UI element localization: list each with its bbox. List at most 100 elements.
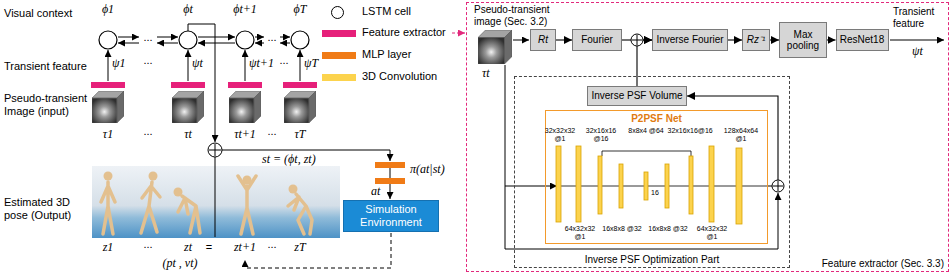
sum-symbol: [208, 34, 784, 192]
pose-figure: [101, 172, 312, 235]
pose-figure: [141, 172, 160, 234]
conv-layer: [689, 156, 693, 214]
dimension-label: 16x8x8 @32: [602, 225, 642, 233]
recurrent-arrow: [255, 43, 264, 44]
mlp-layer: [375, 162, 405, 184]
data-wire: [602, 151, 691, 156]
operation-box: Inverse PSF Volume: [587, 86, 687, 106]
pose-figure: [288, 185, 312, 235]
dimension-label: 8x8x4 @64: [626, 127, 666, 135]
group-title: Feature extractor (Sec. 3.3): [822, 258, 944, 270]
math-label: τt+1: [234, 128, 256, 142]
text-label: Pseudo-transient Image (input): [4, 92, 90, 117]
flow-arrow: [770, 39, 779, 40]
text-label: Visual context: [4, 7, 72, 20]
math-label: (pt , vt): [163, 257, 198, 271]
group-box: Inverse PSF Optimization PartInverse PSF…: [514, 76, 790, 268]
sum-symbol: [773, 181, 783, 191]
sum-symbol: [208, 143, 222, 157]
dimension-label: 32x32x32 @1: [540, 127, 580, 143]
state-wire: [188, 24, 215, 142]
box-label: Rz⁻¹: [747, 34, 766, 46]
math-label: τ1: [103, 128, 113, 142]
box-label: Max pooling: [780, 29, 826, 52]
math-label: τT: [295, 128, 306, 142]
operation-box: Rz⁻¹: [742, 29, 770, 51]
text-label: Transient feature: [893, 6, 947, 29]
text-label: Transient feature: [4, 60, 87, 73]
legend-swatch: [322, 74, 356, 81]
text-label: ...: [267, 238, 276, 251]
box-label: Simulation Environment: [344, 203, 438, 228]
flow-arrow: [556, 39, 572, 40]
feature-arrow: [188, 50, 189, 81]
math-label: ψt: [192, 57, 203, 71]
box-label: Fourier: [581, 34, 613, 46]
dimension-label: 128x64x64 @1: [721, 127, 761, 143]
math-label: zt: [184, 241, 192, 255]
math-label: ϕT: [294, 3, 307, 17]
dimension-label: 32x16x16 @16: [581, 127, 621, 143]
feature-extractor-bar: [91, 82, 125, 88]
conv-layer: [665, 164, 669, 208]
recurrent-arrow: [198, 43, 235, 44]
pose-figure: [104, 172, 113, 181]
recurrent-arrow: [198, 37, 235, 38]
dimension-label: 32x16x16@16: [668, 127, 713, 135]
legend-circle: [331, 6, 344, 19]
math-label: ψ1: [112, 57, 125, 71]
pose-figure: [238, 176, 256, 234]
lstm-cell: [99, 31, 117, 49]
pseudo-transient-cube: [92, 91, 124, 123]
conv-layer: [576, 146, 581, 222]
text-label: ...: [279, 54, 288, 67]
pose-figure: [174, 188, 201, 234]
sum-symbol: [772, 180, 784, 192]
mlp-layer: [375, 178, 405, 184]
math-label: ϕ1: [102, 3, 114, 17]
conv-layer: [556, 146, 561, 222]
math-label: π(at|st): [410, 163, 445, 177]
pseudo-transient-cube: [284, 91, 316, 123]
recurrent-arrow: [280, 43, 290, 44]
legend-swatch: [322, 30, 356, 37]
recurrent-arrow: [118, 43, 139, 44]
operation-box: Rt: [530, 29, 556, 51]
math-label: ϕt: [183, 3, 193, 17]
conv-layer: [709, 146, 714, 222]
pseudo-transient-cube: [92, 91, 316, 123]
legend-label: MLP layer: [362, 48, 411, 61]
box-label: ResNet18: [840, 34, 884, 46]
data-wire: [890, 40, 944, 41]
state-wire: [215, 157, 216, 237]
box-label: Rt: [538, 34, 548, 46]
lstm-cell: [179, 31, 197, 49]
recurrent-arrow: [157, 43, 178, 44]
process-box: Simulation Environment: [343, 200, 439, 232]
feature-arrow: [108, 50, 109, 81]
dimension-label: 64x32x32 @1: [560, 225, 600, 241]
pseudo-transient-cube: [172, 91, 204, 123]
legend-label: LSTM cell: [362, 5, 411, 18]
pseudo-transient-cube: [229, 91, 261, 123]
pose-figure: [174, 188, 183, 197]
conv-layer: [644, 172, 648, 200]
conv-layer: [556, 146, 742, 224]
recurrent-arrow: [118, 37, 139, 38]
feature-extractor-bar: [228, 82, 262, 88]
feature-arrow: [245, 50, 246, 81]
feature-extractor-bar: [91, 82, 317, 88]
operation-box: Inverse Fourier: [652, 29, 728, 51]
network-box: ResNet18: [836, 29, 889, 51]
feature-extractor-bar: [171, 82, 205, 88]
pose-figure: [141, 182, 160, 233]
text-label: ...: [143, 125, 152, 138]
lstm-cell: [291, 31, 309, 49]
dimension-label: 16: [651, 189, 659, 197]
flow-arrow: [637, 40, 652, 86]
dimension-label: 64x32x32 @1: [692, 225, 732, 241]
text-label: ...: [143, 238, 152, 251]
data-wire: [505, 40, 944, 249]
feature-extractor-bar: [283, 82, 317, 88]
pose-figure: [289, 185, 298, 194]
